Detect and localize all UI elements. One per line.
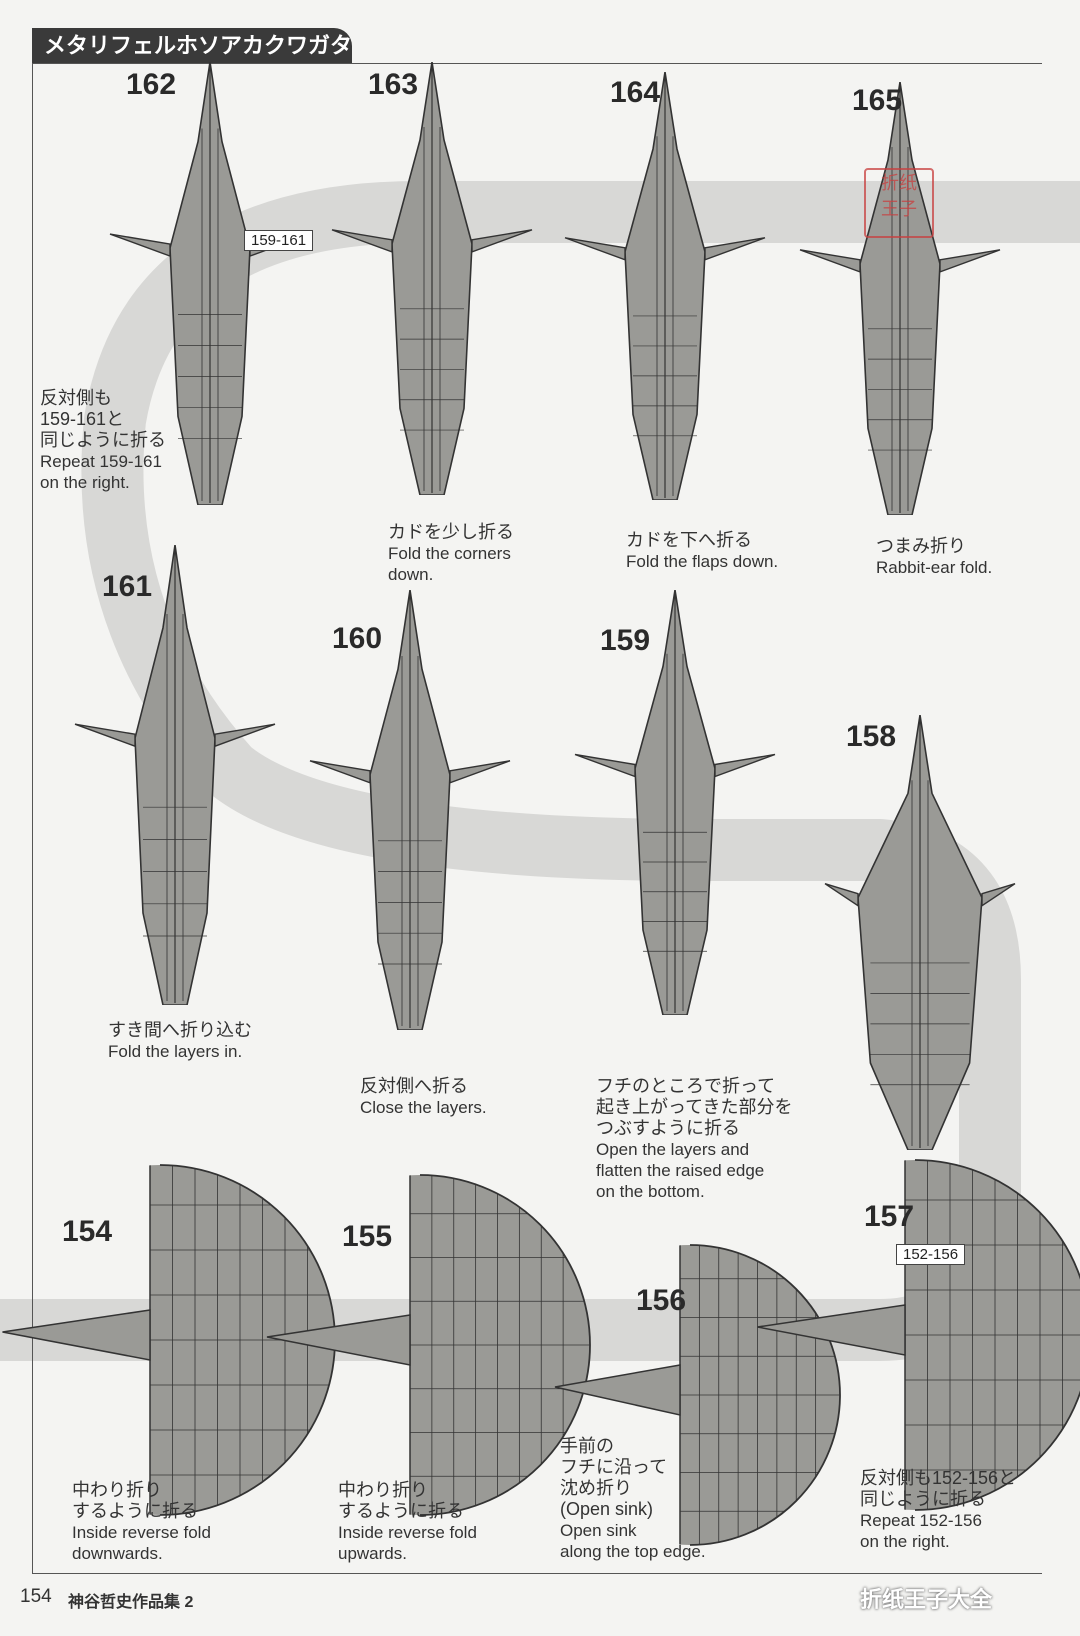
step-number-160: 160: [332, 622, 383, 655]
step-number-161: 161: [102, 570, 153, 603]
caption-162: 反対側も 159-161と 同じように折る Repeat 159-161 on …: [40, 388, 166, 493]
step-number-163: 163: [368, 68, 419, 101]
caption-157-jp: 反対側も152-156と 同じように折る: [860, 1468, 1017, 1509]
fig-157: [757, 1159, 1080, 1511]
fig-162: [109, 62, 311, 505]
caption-159-jp: フチのところで折って 起き上がってきた部分を つぶすように折る: [596, 1076, 793, 1138]
step-number-164: 164: [610, 76, 661, 109]
fig-161: [74, 545, 276, 1005]
caption-165: つまみ折り Rabbit-ear fold.: [876, 536, 992, 578]
fig-156: [554, 1244, 841, 1546]
seal-stamp-text: 折纸 王子: [881, 173, 917, 219]
caption-156-en: Open sink along the top edge.: [560, 1521, 706, 1561]
fig-155: [266, 1174, 591, 1516]
step-number-159: 159: [600, 624, 651, 657]
caption-157: 反対側も152-156と 同じように折る Repeat 152-156 on t…: [860, 1468, 1016, 1552]
book-title: 神谷哲史作品集 2: [68, 1594, 194, 1611]
caption-155-en: Inside reverse fold upwards.: [338, 1523, 477, 1563]
caption-164: カドを下へ折る Fold the flaps down.: [626, 530, 778, 572]
step-number-156: 156: [636, 1284, 687, 1317]
fig-165: [799, 82, 1001, 515]
step-ref-tag-157: 152-156: [896, 1244, 966, 1265]
caption-163-jp: カドを少し折る: [388, 522, 514, 542]
caption-162-en: Repeat 159-161 on the right.: [40, 452, 162, 492]
caption-154-en: Inside reverse fold downwards.: [72, 1523, 211, 1563]
step-number-162: 162: [126, 68, 177, 101]
caption-160: 反対側へ折る Close the layers.: [360, 1076, 487, 1118]
fig-158: [824, 715, 1016, 1150]
fig-159: [574, 590, 776, 1015]
caption-164-en: Fold the flaps down.: [626, 552, 779, 571]
caption-162-jp: 反対側も 159-161と 同じように折る: [40, 388, 166, 450]
caption-165-en: Rabbit-ear fold.: [876, 558, 993, 577]
caption-161-jp: すき間へ折り込む: [108, 1020, 252, 1040]
step-number-158: 158: [846, 720, 897, 753]
caption-159-en: Open the layers and flatten the raised e…: [596, 1140, 765, 1201]
caption-160-jp: 反対側へ折る: [360, 1076, 468, 1096]
caption-165-jp: つまみ折り: [876, 536, 966, 556]
page-title: メタリフェルホソアカクワガタ: [32, 28, 352, 64]
watermark: 折纸王子大全: [860, 1587, 993, 1612]
caption-157-en: Repeat 152-156 on the right.: [860, 1511, 982, 1551]
caption-161-en: Fold the layers in.: [108, 1042, 243, 1061]
fig-163: [331, 62, 533, 495]
caption-155-jp: 中わり折り するように折る: [338, 1480, 464, 1521]
fig-160: [309, 590, 511, 1030]
step-number-154: 154: [62, 1215, 113, 1248]
caption-159: フチのところで折って 起き上がってきた部分を つぶすように折る Open the…: [596, 1076, 793, 1202]
frame-bottom-line: [32, 1573, 1042, 1574]
caption-154: 中わり折り するように折る Inside reverse fold downwa…: [72, 1480, 211, 1564]
caption-156-jp: 手前の フチに沿って 沈め折り (Open sink): [560, 1436, 668, 1519]
caption-154-jp: 中わり折り するように折る: [72, 1480, 198, 1521]
frame-top-line: [32, 63, 1042, 64]
step-number-157: 157: [864, 1200, 915, 1233]
caption-160-en: Close the layers.: [360, 1098, 487, 1117]
fig-164: [564, 72, 766, 500]
caption-155: 中わり折り するように折る Inside reverse fold upward…: [338, 1480, 477, 1564]
step-number-155: 155: [342, 1220, 393, 1253]
caption-164-jp: カドを下へ折る: [626, 530, 752, 550]
caption-161: すき間へ折り込む Fold the layers in.: [108, 1020, 252, 1062]
caption-163: カドを少し折る Fold the corners down.: [388, 522, 514, 585]
frame-left-line: [32, 63, 33, 1573]
caption-156: 手前の フチに沿って 沈め折り (Open sink) Open sink al…: [560, 1436, 706, 1562]
step-ref-tag-162: 159-161: [244, 230, 314, 251]
page-number: 154: [20, 1586, 52, 1607]
seal-stamp: 折纸 王子: [864, 168, 934, 238]
caption-163-en: Fold the corners down.: [388, 544, 511, 584]
step-number-165: 165: [852, 84, 903, 117]
